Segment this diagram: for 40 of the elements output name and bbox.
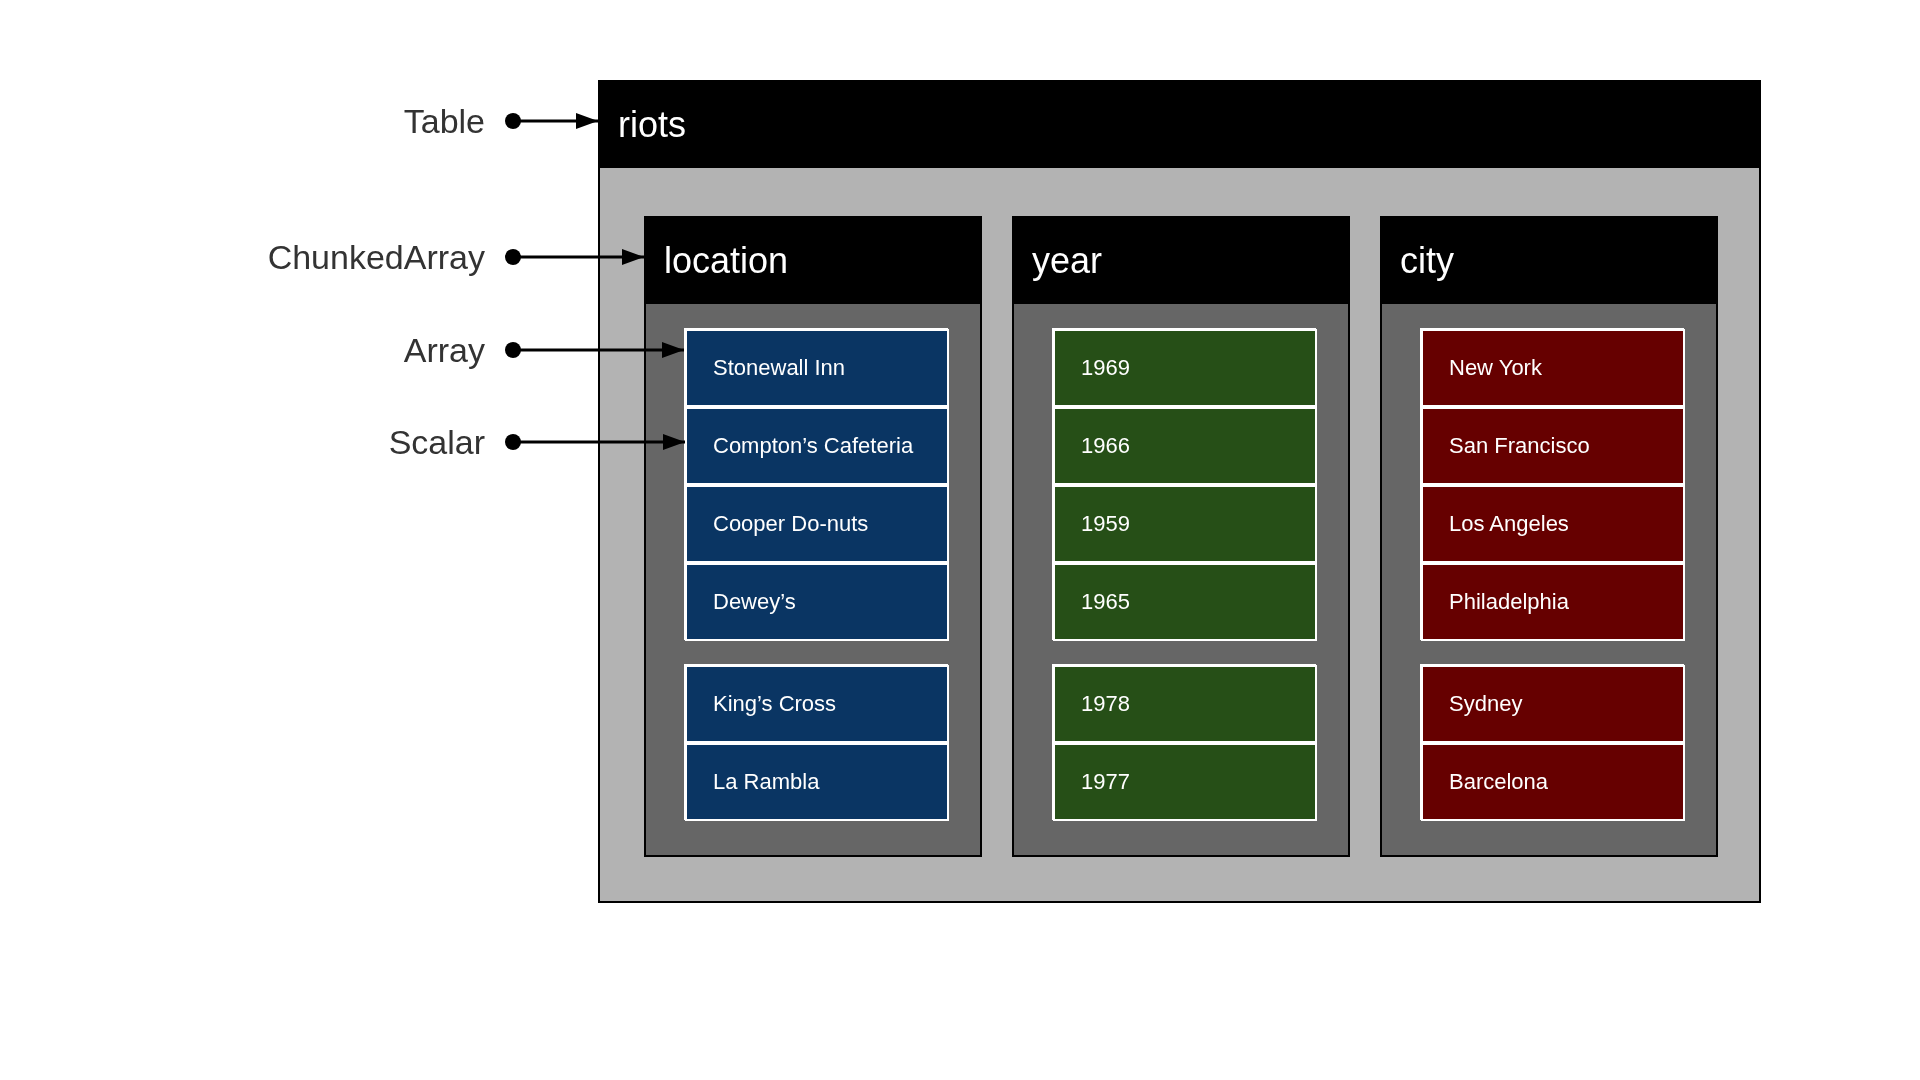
value-cell: 1978 (1053, 665, 1317, 743)
value-cell: 1969 (1053, 329, 1317, 407)
arrow (505, 249, 644, 265)
arrow (505, 342, 684, 358)
value-cell: Stonewall Inn (685, 329, 949, 407)
value-cell: 1966 (1053, 407, 1317, 485)
value-cell: San Francisco (1421, 407, 1685, 485)
column-panel (1012, 216, 1350, 857)
value-cell: King’s Cross (685, 665, 949, 743)
column-name-header: city (1382, 218, 1716, 304)
value-cell: La Rambla (685, 743, 949, 821)
array-chunk-box (1052, 328, 1316, 640)
value-cell: New York (1421, 329, 1685, 407)
array-chunk-box (1420, 664, 1684, 820)
value-cell: Cooper Do-nuts (685, 485, 949, 563)
array-chunk-box (1052, 664, 1316, 820)
value-cell: 1965 (1053, 563, 1317, 641)
value-cell: Compton’s Cafeteria (685, 407, 949, 485)
arrow (505, 434, 685, 450)
type-label: Array (403, 330, 485, 370)
value-cell: Barcelona (1421, 743, 1685, 821)
value-cell: 1959 (1053, 485, 1317, 563)
type-label: Table (403, 101, 485, 141)
column-panel (1380, 216, 1718, 857)
array-chunk-box (1420, 328, 1684, 640)
column-name-header: location (646, 218, 980, 304)
type-label: ChunkedArray (267, 237, 485, 277)
value-cell: Los Angeles (1421, 485, 1685, 563)
table-name-header: riots (600, 82, 1759, 168)
array-chunk-box (684, 328, 948, 640)
column-name-header: year (1014, 218, 1348, 304)
value-cell: Sydney (1421, 665, 1685, 743)
table-panel (598, 80, 1761, 903)
value-cell: Philadelphia (1421, 563, 1685, 641)
type-label: Scalar (388, 422, 485, 462)
column-panel (644, 216, 982, 857)
array-chunk-box (684, 664, 948, 820)
arrow (505, 113, 598, 129)
value-cell: 1977 (1053, 743, 1317, 821)
value-cell: Dewey’s (685, 563, 949, 641)
